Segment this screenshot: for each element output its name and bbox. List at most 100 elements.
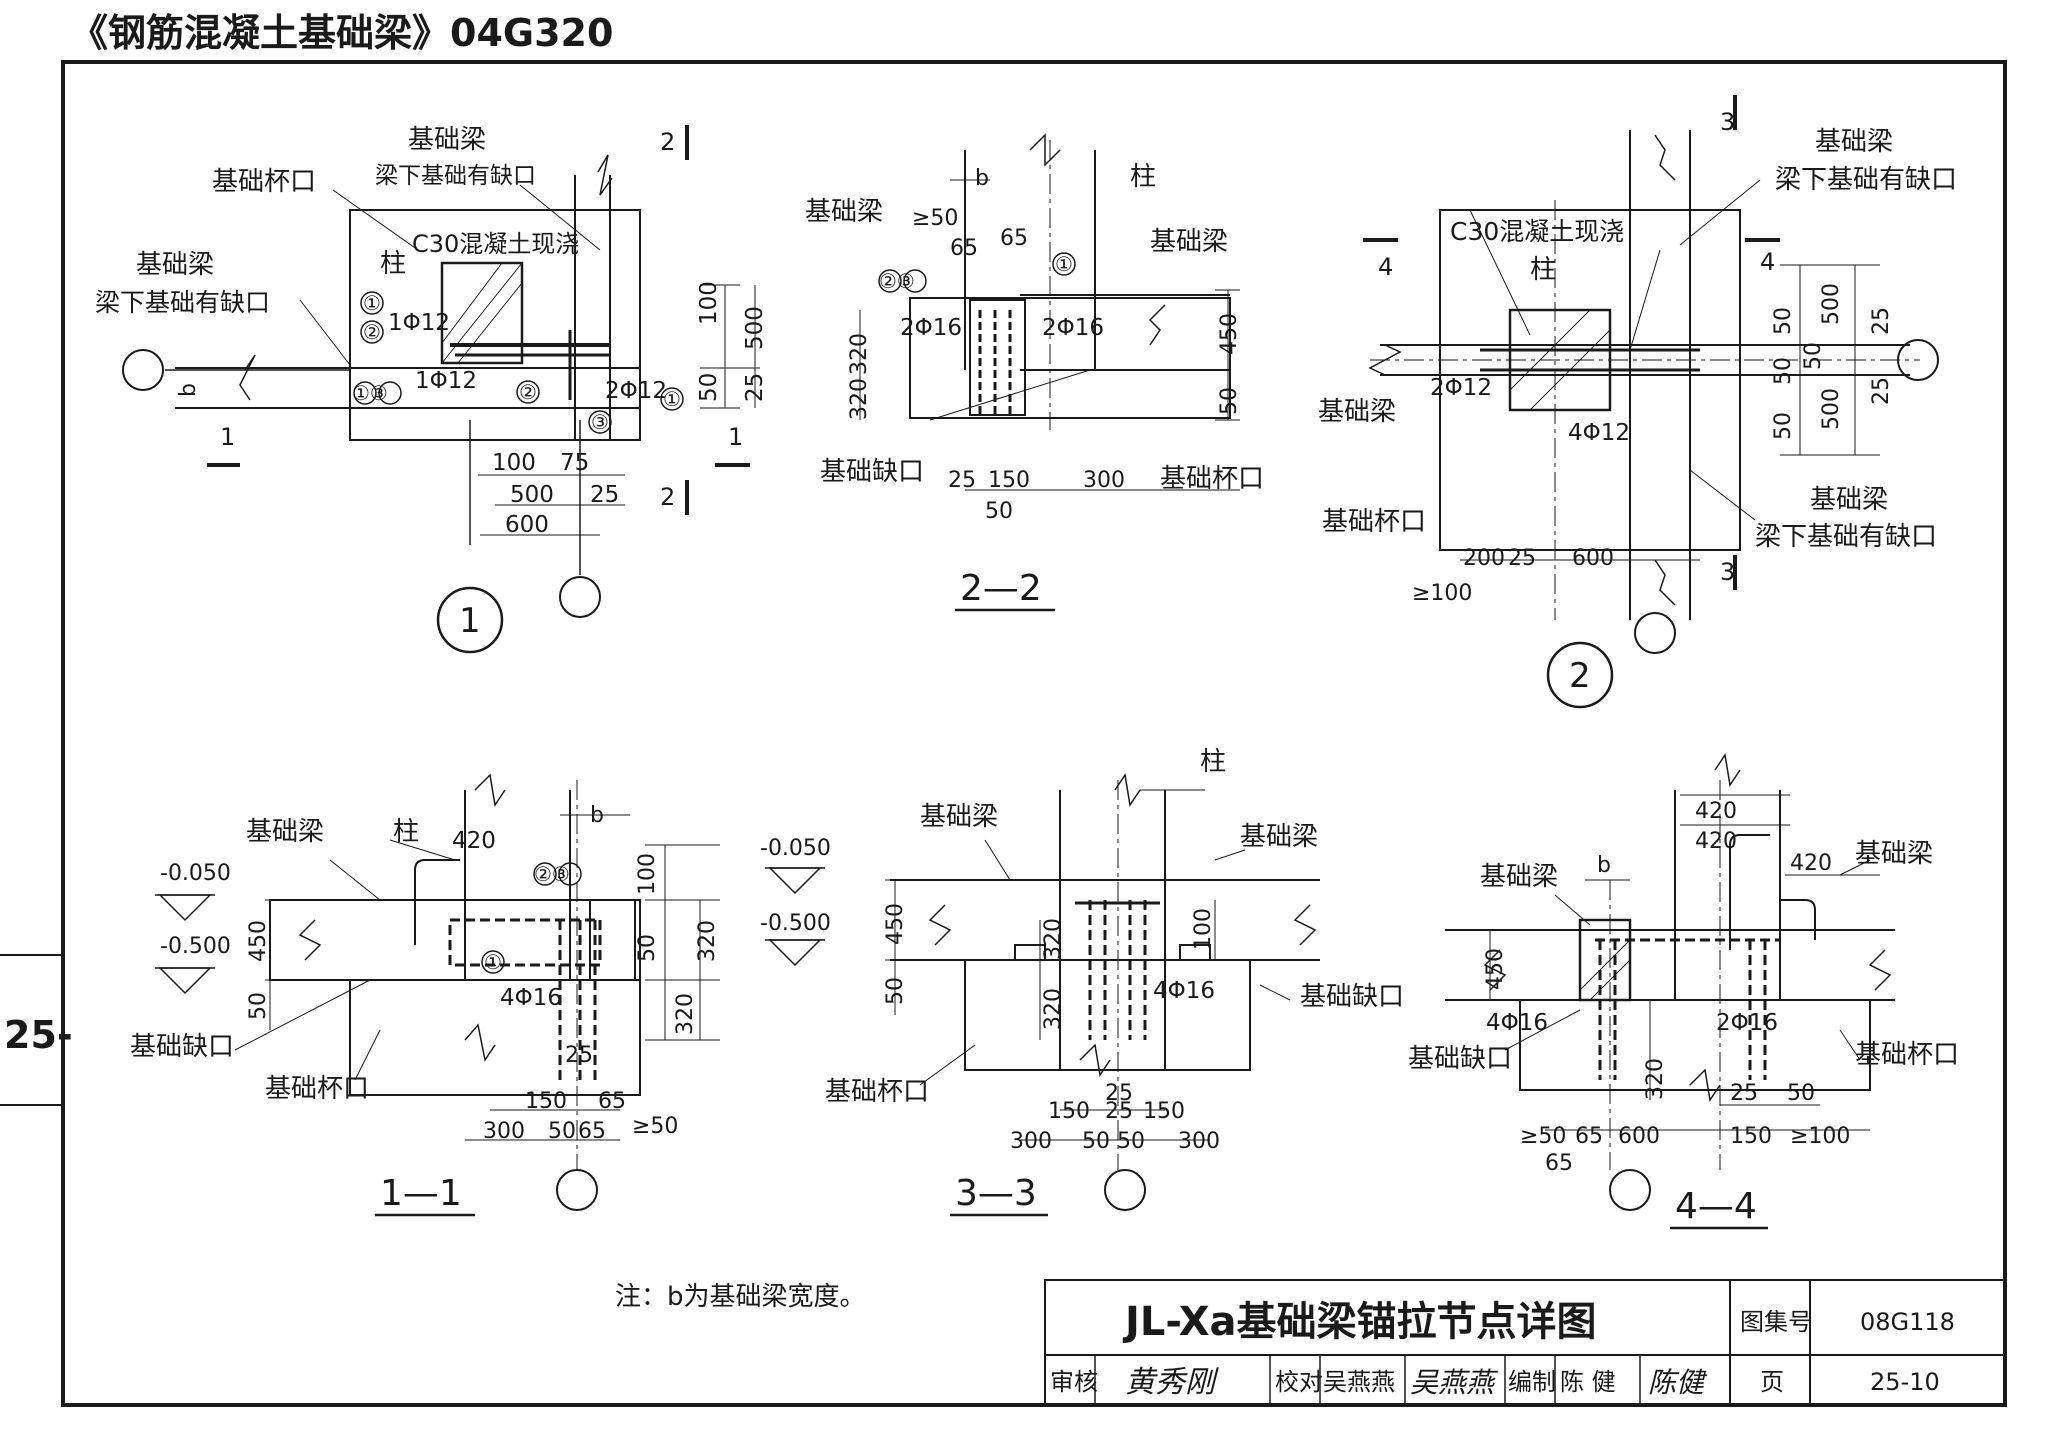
detail-1-dim: 75 [560, 450, 589, 476]
side-tab-label: 25- [4, 1013, 73, 1057]
section-2-2-dim: 450 [1217, 313, 1242, 355]
detail-2-beam-left-label: 基础梁 [1318, 397, 1396, 427]
detail-1-callout: ③ [591, 410, 609, 434]
section-2-2-cup-label: 基础杯口 [1160, 464, 1264, 494]
section-1-1: 基础梁 柱 基础缺口 基础杯口 4Φ16 b -0.050 -0.500 ②③ … [130, 773, 720, 1217]
section-4-4-title: 4—4 [1675, 1186, 1757, 1227]
review-label: 审核 [1050, 1368, 1098, 1396]
section-2-2-dim: 25 [948, 468, 976, 493]
section-3-3-title: 3—3 [955, 1173, 1037, 1214]
section-4-4-dim: 600 [1618, 1124, 1660, 1149]
page-no: 25-10 [1870, 1368, 1940, 1396]
section-1-1-dim: 420 [452, 828, 496, 854]
section-1-1-dim: 50 [635, 934, 660, 962]
detail-1-plan: 基础杯口 基础梁 梁下基础有缺口 基础梁 梁下基础有缺口 柱 C30混凝土现浇 … [95, 125, 768, 654]
section-3-3-dim: 50 [883, 977, 908, 1005]
title-block: JL-Xa基础梁锚拉节点详图 图集号 08G118 审核 黄秀刚 校对 吴燕燕 … [1044, 1279, 2006, 1406]
section-2-2-dim: 300 [1083, 468, 1125, 493]
section-4-4-dim: 420 [1790, 851, 1832, 876]
section-2-2-callout: ②③ [879, 269, 915, 293]
section-4-4-dim: 25 [1730, 1081, 1758, 1106]
detail-1-dim: 100 [696, 281, 722, 325]
detail-2-beam-top-label: 基础梁 [1815, 127, 1893, 157]
section-1-1-beam-label: 基础梁 [246, 817, 324, 847]
section-1-1-bars: 4Φ16 [500, 985, 562, 1011]
section-3-3-dim: 100 [1191, 908, 1216, 950]
detail-1-dim: 500 [510, 482, 554, 508]
section-1-1-dim: 300 [483, 1119, 525, 1144]
section-1-1-callout: ②③ [534, 862, 570, 886]
detail-1-callout: ① [663, 387, 681, 411]
detail-1-dim: 600 [505, 512, 549, 538]
section-1-1-dim: 65 [578, 1119, 606, 1144]
section-4-4-dim: 420 [1695, 799, 1737, 824]
detail-2-dim: 25 [1869, 307, 1894, 335]
section-1-1-dim: 320 [695, 920, 720, 962]
section-2-2-dim: 320 [847, 333, 872, 375]
section-2-2-beam-right-label: 基础梁 [1150, 227, 1228, 257]
section-3-3-dim: 320 [1041, 988, 1066, 1030]
section-4-4-dim: 65 [1575, 1124, 1603, 1149]
detail-2-bar-bottom: 4Φ12 [1568, 420, 1630, 446]
section-3-3-dim: 300 [1010, 1129, 1052, 1154]
section-1-1-dim: 450 [246, 920, 271, 962]
check-label: 校对 [1275, 1368, 1323, 1396]
section-2-2-bars-left: 2Φ16 [900, 315, 962, 341]
detail-2-section-mark: 3 [1720, 558, 1735, 586]
section-1-1-title: 1—1 [380, 1173, 462, 1214]
section-3-3-bars: 4Φ16 [1153, 978, 1215, 1004]
detail-2-beam-top-note: 梁下基础有缺口 [1775, 165, 1957, 195]
detail-2-beam-bottom-label: 基础梁 [1810, 485, 1888, 515]
section-2-2-notch-label: 基础缺口 [820, 457, 924, 487]
page-label: 页 [1760, 1368, 1784, 1396]
drawing-frame [61, 60, 2007, 1407]
section-3-3-dim: 25 [1105, 1099, 1133, 1124]
section-1-1-dim: 25 [565, 1043, 593, 1068]
section-2-2-b-label: b [975, 166, 989, 191]
section-3-3-dim: 320 [1041, 918, 1066, 960]
section-4-4: 基础梁 基础梁 基础缺口 基础杯口 4Φ16 2Φ16 b 420 420 42… [1408, 753, 1959, 1230]
detail-2-dim: 500 [1819, 283, 1844, 325]
section-2-2-dim: 65 [1000, 226, 1028, 251]
section-3-3-notch-label: 基础缺口 [1300, 982, 1404, 1012]
section-1-1-dim: 150 [525, 1089, 567, 1114]
section-2-2-beam-label: 基础梁 [805, 197, 883, 227]
detail-1-dim: 100 [492, 450, 536, 476]
section-4-4-beam-right-label: 基础梁 [1855, 839, 1933, 869]
section-1-1-dim: 65 [598, 1089, 626, 1114]
detail-2-beam-bottom-note: 梁下基础有缺口 [1755, 522, 1937, 552]
section-2-2-dim: 320 [847, 378, 872, 420]
draw-label: 编制 [1508, 1368, 1556, 1396]
detail-1-concrete-label: C30混凝土现浇 [412, 230, 579, 258]
detail-2-dim: 50 [1771, 307, 1796, 335]
detail-1-column-label: 柱 [380, 249, 406, 279]
detail-2-dim: 200 [1463, 546, 1505, 571]
section-1-1-dim: ≥50 [632, 1114, 678, 1139]
detail-2-dim: 50 [1771, 357, 1796, 385]
detail-1-dim: 25 [590, 482, 619, 508]
section-3-3-beam-left-label: 基础梁 [920, 802, 998, 832]
section-2-2-column-label: 柱 [1130, 162, 1156, 192]
section-4-4-notch-label: 基础缺口 [1408, 1044, 1512, 1074]
section-4-4-dim: 150 [1730, 1124, 1772, 1149]
detail-2-section-mark: 4 [1760, 248, 1775, 276]
section-3-3: 柱 基础梁 基础梁 基础缺口 基础杯口 4Φ16 -0.050 -0.500 4… [760, 747, 1404, 1217]
detail-2-bar-left: 2Φ12 [1430, 375, 1492, 401]
detail-2-dim: 50 [1801, 342, 1826, 370]
section-4-4-dim: 320 [1643, 1058, 1668, 1100]
section-2-2-bars-right: 2Φ16 [1042, 315, 1104, 341]
detail-1-section-mark: 2 [660, 128, 675, 156]
detail-2-section-mark: 3 [1720, 108, 1735, 136]
atlas-header-title: 《钢筋混凝土基础梁》04G320 [70, 11, 613, 55]
section-3-3-dim: 150 [1048, 1099, 1090, 1124]
section-2-2-dim: 65 [950, 236, 978, 261]
atlas-no-label: 图集号 [1740, 1308, 1812, 1336]
detail-1-bar-3: 2Φ12 [605, 378, 667, 404]
detail-1-callout: ② [363, 320, 381, 344]
detail-1-dim: 500 [742, 306, 768, 350]
section-2-2-dim: 50 [1217, 387, 1242, 415]
detail-1-symbol: 1 [459, 601, 481, 641]
detail-2-dim: 500 [1819, 388, 1844, 430]
check-name: 吴燕燕 [1323, 1368, 1395, 1396]
